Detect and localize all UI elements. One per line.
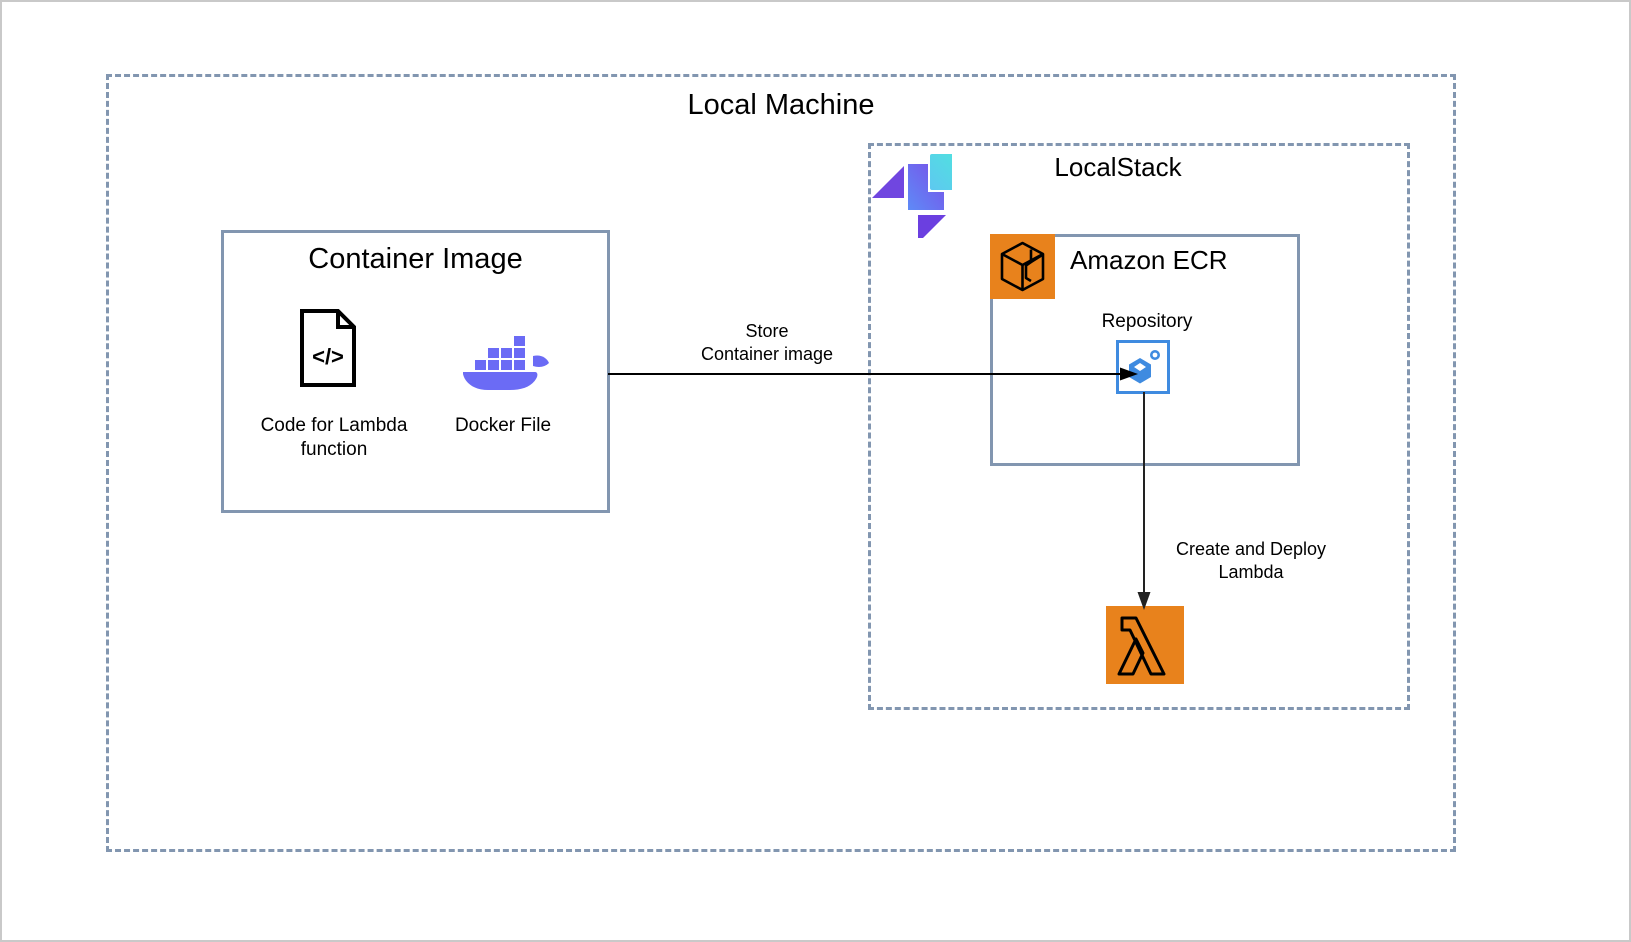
localstack-logo-icon (870, 152, 964, 243)
docker-whale-icon (457, 332, 549, 390)
localstack-container (868, 143, 1410, 710)
amazon-ecr-icon (990, 234, 1055, 299)
store-label-line1: Store (745, 321, 789, 341)
store-label-line2: Container image (700, 344, 834, 365)
amazon-ecr-title: Amazon ECR (1070, 245, 1228, 275)
container-image-box (221, 230, 610, 513)
code-for-lambda-caption: Code for Lambda function (260, 415, 408, 460)
localstack-title: LocalStack (1054, 152, 1182, 182)
store-container-image-arrow (608, 360, 1138, 388)
docker-file-caption: Docker File (454, 415, 552, 436)
store-container-image-label: Store Container image (657, 320, 877, 367)
ecr-repository-icon (1116, 340, 1170, 394)
deploy-label-line2: Lambda (1218, 562, 1284, 583)
svg-text:</>: </> (312, 344, 344, 369)
create-deploy-lambda-arrow (1130, 392, 1158, 610)
create-deploy-lambda-label: Create and Deploy Lambda (1166, 538, 1336, 585)
local-machine-container (106, 74, 1456, 852)
local-machine-title: Local Machine (687, 89, 875, 121)
aws-lambda-icon (1106, 606, 1184, 684)
code-file-icon: </> (298, 308, 358, 388)
repository-label: Repository (1101, 311, 1193, 332)
deploy-label-line1: Create and Deploy (1175, 539, 1327, 559)
container-image-title: Container Image (308, 243, 523, 275)
